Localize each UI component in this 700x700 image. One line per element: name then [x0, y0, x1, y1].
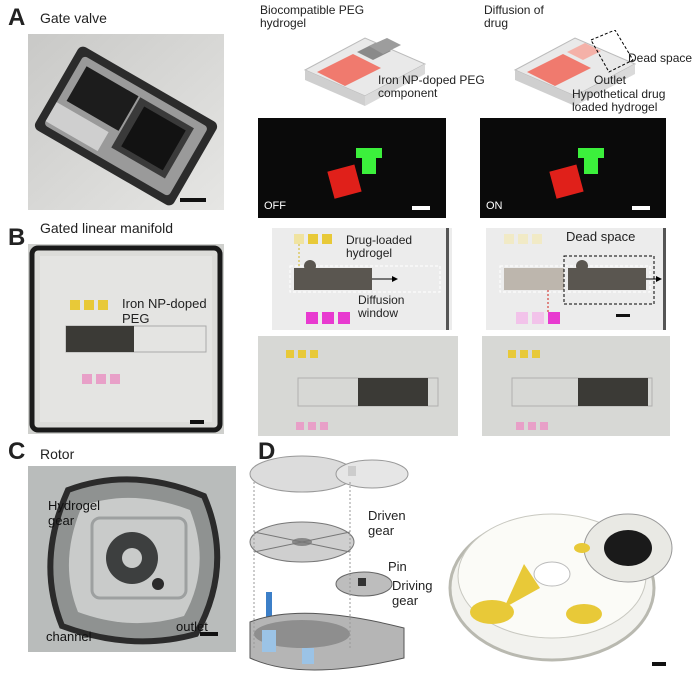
annotation-driven-gear: Driven gear — [368, 508, 406, 538]
gate-valve-photo — [28, 34, 224, 210]
annotation-dead-space: Dead space — [628, 51, 693, 65]
manifold-photo-open — [482, 336, 670, 436]
scale-bar — [632, 206, 650, 210]
annotation-driving-gear: Driving gear — [392, 578, 433, 608]
fluorescence-on-image: ON — [480, 118, 666, 218]
exploded-gear-diagram — [244, 452, 416, 692]
panel-title-a: Gate valve — [40, 10, 107, 26]
scale-bar — [412, 206, 430, 210]
annotation-hypothetical: Hypothetical drug loaded hydrogel — [572, 87, 666, 114]
annotation-outlet: Outlet — [594, 73, 627, 87]
gear-device-photo — [432, 456, 690, 688]
annotation-outlet-c: outlet — [176, 619, 208, 634]
panel-label-d: D — [258, 438, 276, 465]
manifold-photo-closed — [258, 336, 458, 436]
manifold-schematic-open — [486, 228, 666, 330]
scale-bar — [200, 632, 218, 636]
annotation-iron-np-peg: Iron NP-doped PEG — [122, 296, 207, 326]
annotation-diffusion-window: Diffusion window — [358, 293, 405, 320]
scale-bar — [180, 198, 206, 202]
panel-title-c: Rotor — [40, 446, 75, 462]
scale-bar — [652, 662, 666, 666]
rotor-photo — [28, 466, 236, 652]
annotation-diffusion: Diffusion of drug — [484, 3, 544, 30]
annotation-dead-space-b: Dead space — [566, 229, 636, 244]
annotation-pin: Pin — [388, 559, 407, 574]
scale-bar — [190, 420, 204, 424]
gate-valve-schematic-off — [295, 30, 435, 110]
annotation-drug-loaded: Drug-loaded hydrogel — [346, 233, 413, 260]
panel-label-b: B — [8, 224, 26, 251]
state-on: ON — [486, 200, 503, 212]
gate-valve-illustration — [28, 34, 224, 210]
fluorescence-off-image: OFF — [258, 118, 446, 218]
manifold-photo — [28, 244, 224, 434]
state-off: OFF — [264, 200, 286, 212]
annotation-hydrogel-gear: Hydrogel gear — [48, 498, 101, 528]
annotation-channel: channel — [46, 629, 92, 644]
manifold-schematic-closed — [272, 228, 452, 330]
panel-title-b: Gated linear manifold — [40, 220, 174, 236]
panel-label-a: A — [8, 4, 26, 31]
annotation-iron-np: Iron NP-doped PEG component — [378, 73, 485, 100]
gate-valve-schematic-on — [505, 29, 645, 110]
panel-label-c: C — [8, 438, 26, 465]
annotation-biocompatible: Biocompatible PEG hydrogel — [260, 3, 365, 30]
